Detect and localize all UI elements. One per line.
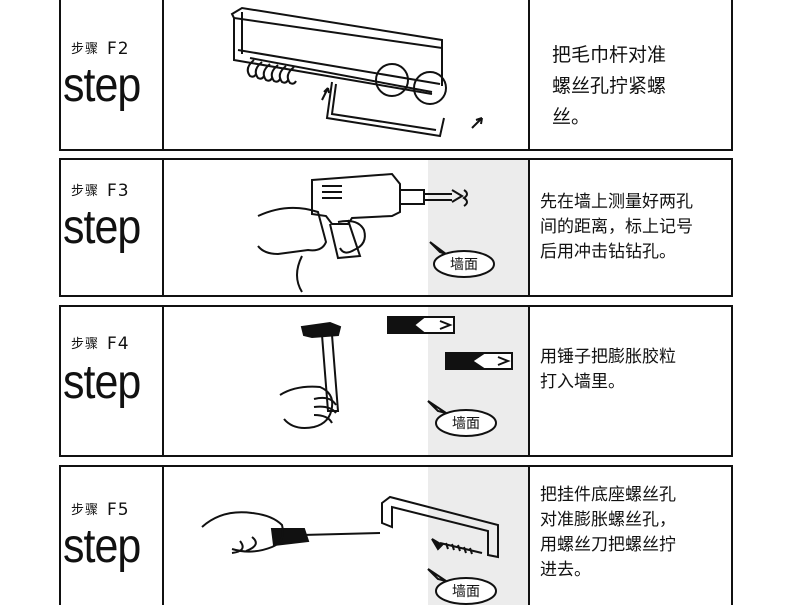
step-illustration: 墙面 (162, 467, 530, 605)
step-description-cell: 把毛巾杆对准 螺丝孔拧紧螺 丝。 (530, 0, 731, 149)
hammer-illustration: 墙面 (279, 307, 528, 455)
step-code: F4 (107, 334, 130, 354)
wall-label: 墙面 (450, 257, 478, 273)
step-word: step (63, 519, 141, 574)
step-prefix: 步骤 (71, 42, 100, 57)
step-number: 步骤 F5 (71, 499, 130, 520)
step-code: F2 (107, 39, 130, 59)
step-description-cell: 用锤子把膨胀胶粒 打入墙里。 (530, 307, 731, 455)
step-description: 用锤子把膨胀胶粒 打入墙里。 (540, 347, 676, 392)
wall-label: 墙面 (452, 416, 480, 432)
step-description: 先在墙上测量好两孔 间的距离，标上记号 后用冲击钻钻孔。 (540, 192, 693, 262)
step-description: 把挂件底座螺丝孔 对准膨胀螺丝孔， 用螺丝刀把螺丝拧 进去。 (540, 485, 676, 580)
step-label-cell: 步骤 F3 step (61, 160, 164, 295)
step-row-f4: 步骤 F4 step (59, 305, 733, 457)
step-word: step (63, 58, 141, 113)
step-code: F5 (107, 500, 130, 520)
step-prefix: 步骤 (71, 503, 100, 518)
step-illustration: 墙面 (162, 160, 530, 295)
step-description-cell: 先在墙上测量好两孔 间的距离，标上记号 后用冲击钻钻孔。 (530, 160, 731, 295)
step-prefix: 步骤 (71, 184, 100, 199)
step-word: step (63, 200, 141, 255)
step-description: 把毛巾杆对准 螺丝孔拧紧螺 丝。 (552, 44, 667, 128)
wall-label: 墙面 (452, 584, 480, 600)
step-code: F3 (107, 181, 130, 201)
step-row-f2: 步骤 F2 step (59, 0, 733, 151)
drill-illustration: 墙面 (257, 160, 528, 295)
step-number: 步骤 F2 (71, 38, 130, 59)
step-prefix: 步骤 (71, 337, 100, 352)
step-label-cell: 步骤 F5 step (61, 467, 164, 605)
step-label-cell: 步骤 F2 step (61, 0, 164, 149)
step-illustration: 墙面 (162, 307, 530, 455)
step-number: 步骤 F4 (71, 333, 130, 354)
step-word: step (63, 355, 141, 410)
step-number: 步骤 F3 (71, 180, 130, 201)
step-illustration (162, 0, 530, 149)
step-row-f5: 步骤 F5 step 墙面 (59, 465, 733, 605)
step-description-cell: 把挂件底座螺丝孔 对准膨胀螺丝孔， 用螺丝刀把螺丝拧 进去。 (530, 467, 731, 605)
towel-rack-illustration (230, 6, 483, 138)
screwdriver-illustration: 墙面 (201, 467, 528, 605)
step-label-cell: 步骤 F4 step (61, 307, 164, 455)
step-row-f3: 步骤 F3 step (59, 158, 733, 297)
